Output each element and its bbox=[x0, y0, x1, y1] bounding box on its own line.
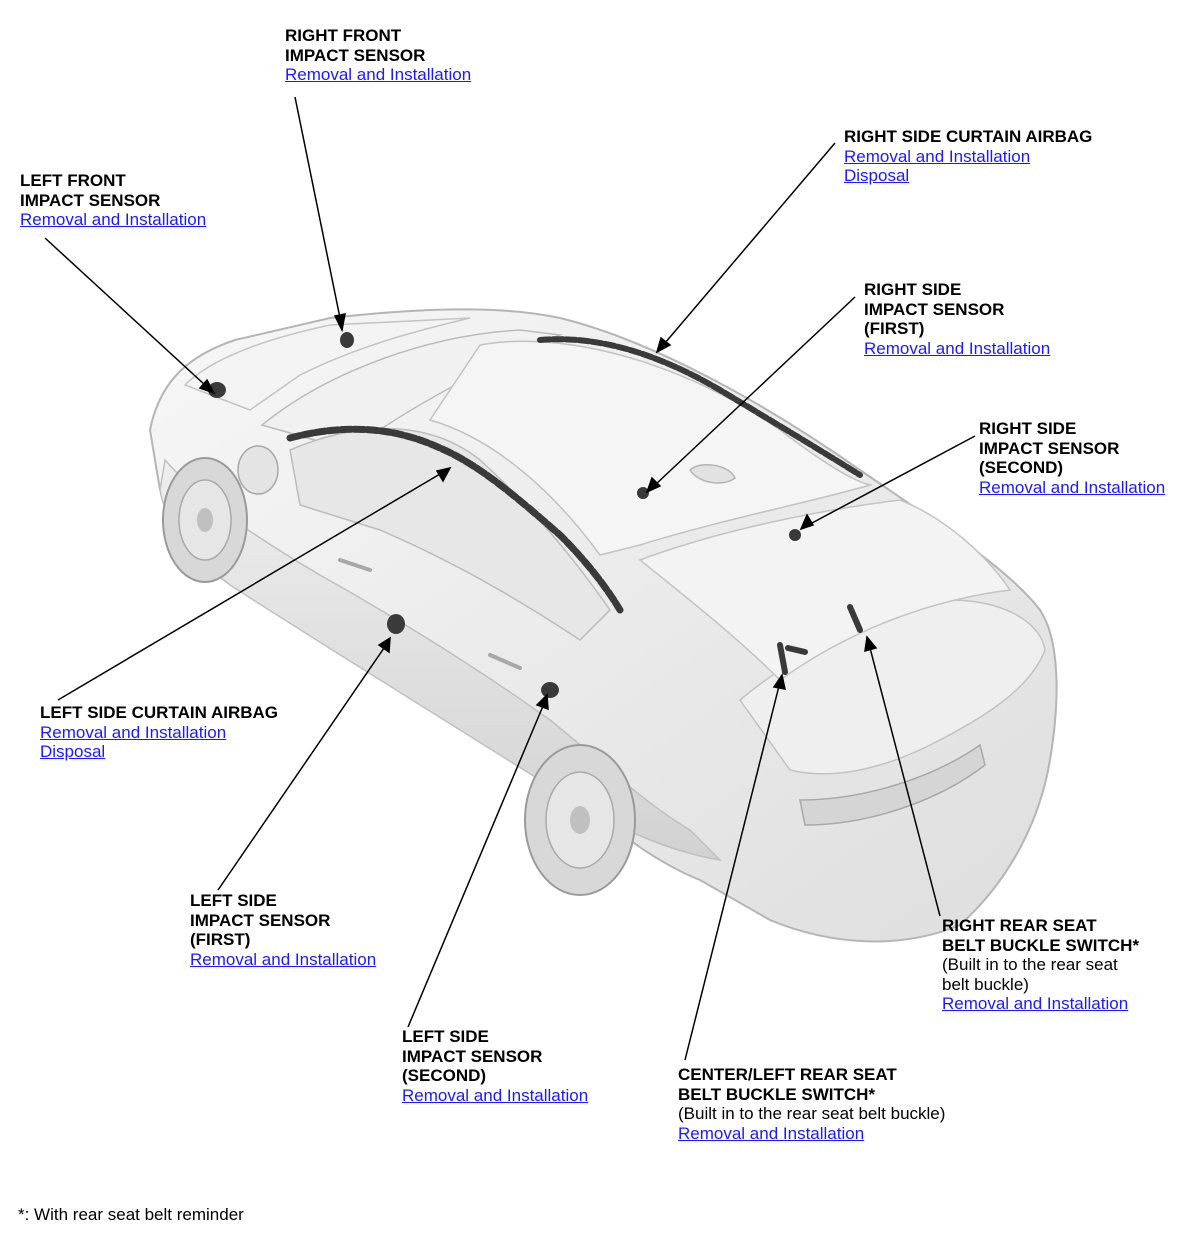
removal-installation-link[interactable]: Removal and Installation bbox=[190, 949, 377, 969]
callout-title: LEFT SIDE IMPACT SENSOR (FIRST) bbox=[190, 891, 331, 950]
car-side-windows bbox=[289, 427, 611, 641]
callout-left-side-impact-sensor-first: LEFT SIDE IMPACT SENSOR (FIRST) Removal … bbox=[190, 891, 376, 969]
arrowhead bbox=[655, 336, 672, 354]
door-handle-rear bbox=[488, 653, 522, 670]
callout-title: RIGHT SIDE IMPACT SENSOR (FIRST) bbox=[864, 280, 1005, 339]
removal-installation-link[interactable]: Removal and Installation bbox=[402, 1085, 589, 1105]
right-side-impact-sensor-second-component bbox=[789, 529, 801, 541]
left-side-curtain-airbag-component bbox=[286, 425, 624, 614]
removal-installation-link[interactable]: Removal and Installation bbox=[942, 994, 1129, 1014]
right-front-impact-sensor-component bbox=[340, 332, 354, 348]
arrowhead bbox=[535, 693, 549, 711]
callout-left-side-impact-sensor-second: LEFT SIDE IMPACT SENSOR (SECOND) Removal… bbox=[402, 1027, 588, 1105]
callout-right-rear-seat-belt-buckle-switch: RIGHT REAR SEAT BELT BUCKLE SWITCH* (Bui… bbox=[942, 916, 1139, 1014]
callout-note: (Built in to the rear seat belt buckle) bbox=[942, 955, 1118, 994]
center-left-rear-buckle-component bbox=[777, 642, 808, 675]
removal-installation-link[interactable]: Removal and Installation bbox=[979, 477, 1166, 497]
removal-installation-link[interactable]: Removal and Installation bbox=[40, 722, 227, 742]
arrowhead bbox=[333, 313, 346, 333]
callout-center-left-rear-seat-belt-buckle-switch: CENTER/LEFT REAR SEAT BELT BUCKLE SWITCH… bbox=[678, 1065, 945, 1143]
callout-title: LEFT FRONT IMPACT SENSOR bbox=[20, 171, 161, 210]
arrowhead bbox=[864, 635, 878, 653]
removal-installation-link[interactable]: Removal and Installation bbox=[285, 65, 472, 85]
front-wheel bbox=[162, 457, 248, 583]
car-rear-window bbox=[638, 499, 1012, 681]
arrowhead bbox=[377, 636, 391, 654]
components bbox=[208, 332, 863, 698]
left-side-impact-sensor-first-component bbox=[387, 614, 405, 634]
arrowhead bbox=[645, 476, 662, 494]
callout-title: CENTER/LEFT REAR SEAT BELT BUCKLE SWITCH… bbox=[678, 1065, 897, 1104]
callout-title: RIGHT FRONT IMPACT SENSOR bbox=[285, 26, 426, 65]
car-tail-light bbox=[799, 743, 986, 826]
callout-right-front-impact-sensor: RIGHT FRONT IMPACT SENSOR Removal and In… bbox=[285, 26, 471, 85]
arrowhead bbox=[799, 513, 815, 531]
callout-left-side-curtain-airbag: LEFT SIDE CURTAIN AIRBAG Removal and Ins… bbox=[40, 703, 278, 762]
right-side-curtain-airbag-component bbox=[537, 336, 863, 478]
callout-title: RIGHT SIDE CURTAIN AIRBAG bbox=[844, 127, 1093, 146]
roof-fin bbox=[689, 463, 736, 484]
callout-right-side-curtain-airbag: RIGHT SIDE CURTAIN AIRBAG Removal and In… bbox=[844, 127, 1092, 186]
right-rear-buckle-component bbox=[847, 604, 863, 633]
rear-wheel bbox=[524, 744, 636, 896]
removal-installation-link[interactable]: Removal and Installation bbox=[20, 210, 207, 230]
callout-title: RIGHT SIDE IMPACT SENSOR (SECOND) bbox=[979, 419, 1120, 478]
left-front-impact-sensor-component bbox=[208, 382, 226, 398]
removal-installation-link[interactable]: Removal and Installation bbox=[864, 338, 1051, 358]
removal-installation-link[interactable]: Removal and Installation bbox=[678, 1123, 865, 1143]
callout-right-side-impact-sensor-first: RIGHT SIDE IMPACT SENSOR (FIRST) Removal… bbox=[864, 280, 1050, 358]
car-roof bbox=[428, 340, 873, 556]
disposal-link[interactable]: Disposal bbox=[844, 166, 910, 186]
car-side-mirror bbox=[237, 445, 279, 495]
right-side-impact-sensor-first-component bbox=[637, 487, 649, 499]
disposal-link[interactable]: Disposal bbox=[40, 742, 106, 762]
footnote: *: With rear seat belt reminder bbox=[18, 1205, 244, 1224]
callout-title: LEFT SIDE IMPACT SENSOR (SECOND) bbox=[402, 1027, 543, 1086]
removal-installation-link[interactable]: Removal and Installation bbox=[844, 146, 1031, 166]
arrowhead bbox=[772, 673, 786, 690]
callout-left-front-impact-sensor: LEFT FRONT IMPACT SENSOR Removal and Ins… bbox=[20, 171, 206, 230]
arrowhead bbox=[435, 466, 452, 483]
callout-title: LEFT SIDE CURTAIN AIRBAG bbox=[40, 703, 278, 722]
leader-lines bbox=[44, 96, 976, 1061]
door-handle-front bbox=[338, 558, 372, 572]
car-hood bbox=[183, 317, 471, 411]
car-illustration bbox=[148, 308, 1058, 943]
callout-right-side-impact-sensor-second: RIGHT SIDE IMPACT SENSOR (SECOND) Remova… bbox=[979, 419, 1165, 497]
callout-note: (Built in to the rear seat belt buckle) bbox=[678, 1104, 946, 1124]
arrowhead bbox=[198, 378, 216, 395]
callout-title: RIGHT REAR SEAT BELT BUCKLE SWITCH* bbox=[942, 916, 1140, 955]
left-side-impact-sensor-second-component bbox=[541, 682, 559, 698]
